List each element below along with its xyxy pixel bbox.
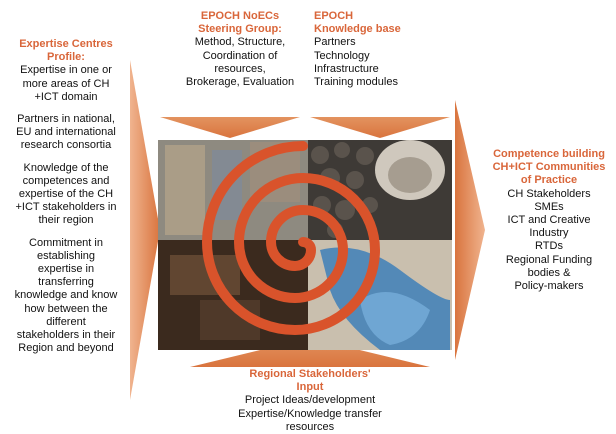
knowledge-item: Partners xyxy=(314,36,356,49)
competence-item: RTDs xyxy=(535,240,563,253)
knowledge-item: Technology xyxy=(314,49,370,62)
regional-heading-line1: Regional Stakeholders' xyxy=(249,368,371,380)
knowledge-item: Infrastructure xyxy=(314,62,379,75)
knowledge-heading-line1: EPOCH xyxy=(314,10,354,22)
knowledge-item: Training modules xyxy=(314,76,398,89)
expertise-line: Expertise in one or xyxy=(20,64,112,77)
expertise-line: knowledge and know xyxy=(14,289,118,302)
competence-item: Policy-makers xyxy=(514,280,584,293)
expertise-heading-line2: Profile: xyxy=(47,51,85,64)
bottom-arrow xyxy=(190,338,430,367)
competence-heading-line: Competence building xyxy=(493,148,605,160)
competence-building-panel: Competence building CH+ICT Communities o… xyxy=(486,148,612,293)
expertise-line: different xyxy=(46,315,86,328)
expertise-line: more areas of CH xyxy=(22,77,110,90)
steering-heading-line2: Steering Group: xyxy=(198,23,282,36)
center-spiral xyxy=(201,141,381,336)
expertise-line: stakeholders in their xyxy=(16,329,116,342)
expertise-line: transferring xyxy=(38,276,94,289)
steering-item: Coordination of xyxy=(202,49,278,62)
steering-group-panel: EPOCH NoECs Steering Group: Method, Stru… xyxy=(170,10,310,89)
competence-item: Industry xyxy=(529,227,569,240)
expertise-line: Partners in national, xyxy=(17,113,115,126)
expertise-line: competences and xyxy=(22,174,110,187)
knowledge-base-panel: EPOCH Knowledge base Partners Technology… xyxy=(314,10,434,89)
expertise-line: expertise in xyxy=(37,263,95,276)
knowledge-heading-line2: Knowledge base xyxy=(314,23,401,36)
expertise-line: research consortia xyxy=(20,139,112,152)
expertise-line: +ICT stakeholders in xyxy=(15,201,117,214)
expertise-centres-panel: Expertise Centres Profile: Expertise in … xyxy=(4,38,128,364)
expertise-line: how between the xyxy=(24,302,108,315)
expertise-line: EU and international xyxy=(16,126,116,139)
competence-item: ICT and Creative xyxy=(507,214,591,227)
expertise-line: establishing xyxy=(36,249,96,262)
expertise-line: expertise of the CH xyxy=(18,188,114,201)
expertise-block-4: Commitment in establishing expertise in … xyxy=(4,237,128,356)
regional-item: Project Ideas/development xyxy=(244,394,376,407)
competence-heading-line: of Practice xyxy=(520,174,578,187)
competence-item: bodies & xyxy=(527,266,571,279)
expertise-line: their region xyxy=(38,214,94,227)
expertise-line: Region and beyond xyxy=(18,342,114,355)
steering-heading-line1: EPOCH NoECs xyxy=(200,10,280,22)
expertise-block-3: Knowledge of the competences and experti… xyxy=(4,162,128,228)
expertise-line: +ICT domain xyxy=(34,90,98,103)
top-right-arrow xyxy=(310,117,450,138)
regional-heading-line2: Input xyxy=(296,381,324,394)
competence-heading-line: CH+ICT Communities xyxy=(492,161,606,174)
regional-item: Expertise/Knowledge transfer xyxy=(238,407,382,420)
left-arrow xyxy=(130,60,160,400)
expertise-line: Commitment in xyxy=(29,236,103,249)
competence-item: Regional Funding xyxy=(505,253,593,266)
steering-item: Method, Structure, xyxy=(194,36,286,49)
regional-stakeholders-panel: Regional Stakeholders' Input Project Ide… xyxy=(190,368,430,434)
top-left-arrow xyxy=(160,117,300,138)
competence-item: SMEs xyxy=(534,200,564,213)
competence-item: CH Stakeholders xyxy=(507,187,591,200)
steering-item: Brokerage, Evaluation xyxy=(185,76,295,89)
right-arrow xyxy=(455,100,485,360)
expertise-block-1: Expertise in one or more areas of CH +IC… xyxy=(4,64,128,104)
expertise-heading-line1: Expertise Centres xyxy=(19,38,113,50)
expertise-block-2: Partners in national, EU and internation… xyxy=(4,113,128,153)
regional-item: resources xyxy=(285,420,335,433)
expertise-line: Knowledge of the xyxy=(23,161,109,174)
steering-item: resources, xyxy=(214,62,266,75)
